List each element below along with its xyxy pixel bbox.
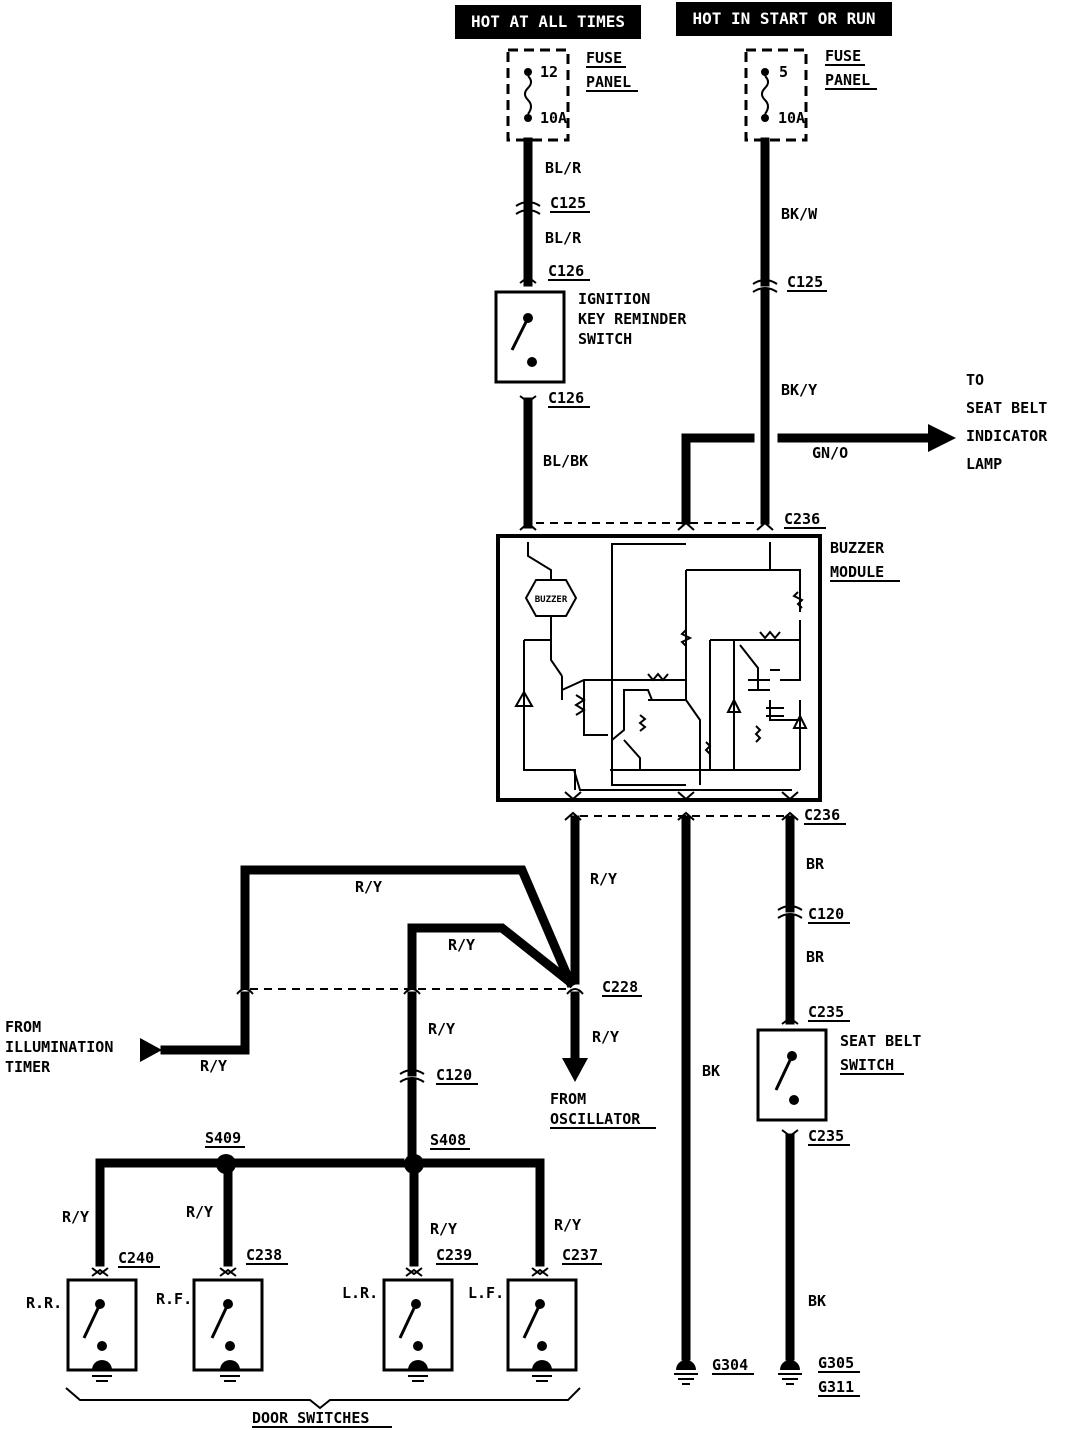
wire-label-r-y-osc: R/Y — [592, 1028, 619, 1046]
wire-label-r-y-main: R/Y — [590, 870, 617, 888]
door-label-rr: R.R. — [26, 1294, 62, 1312]
connector-c120-right: C120 — [808, 905, 844, 923]
wire-label-bk-right: BK — [808, 1292, 826, 1310]
splice-s409-dot — [216, 1154, 236, 1174]
buzzer-module-label-2: MODULE — [830, 563, 884, 581]
fuse-left-label2: PANEL — [586, 73, 631, 91]
connector-c238: C238 — [246, 1246, 282, 1264]
fuse-left-rating: 10A — [540, 109, 567, 127]
from-illumination-label-3: TIMER — [5, 1058, 51, 1076]
wire-label-r-y-rr: R/Y — [62, 1208, 89, 1226]
wire-bl-bk: C126 BL/BK — [519, 389, 590, 529]
door-label-lr: L.R. — [342, 1284, 378, 1302]
wire-label-r-y-lf: R/Y — [554, 1216, 581, 1234]
wire-label-bl-r-1: BL/R — [545, 159, 582, 177]
connector-c125-left: C125 — [550, 194, 586, 212]
wire-br-seatbelt: BR C120 BR C235 SEAT BELT SWITCH C235 BK… — [756, 815, 921, 1397]
door-switch-lr: C239 L.R. — [342, 1246, 478, 1382]
from-illumination-label-1: FROM — [5, 1018, 41, 1036]
connector-c228: C228 — [602, 978, 638, 996]
wire-label-br-1: BR — [806, 855, 825, 873]
fuse-left-number: 12 — [540, 63, 558, 81]
to-label-4: LAMP — [966, 455, 1002, 473]
buzzer-module-label-1: BUZZER — [830, 539, 885, 557]
wire-label-r-y-lr: R/Y — [430, 1220, 457, 1238]
connector-c237: C237 — [562, 1246, 598, 1264]
wire-bk-w-bk-y: BK/W C125 BK/Y — [752, 137, 827, 525]
connector-c126-bottom: C126 — [548, 389, 584, 407]
door-switches-label: DOOR SWITCHES — [252, 1409, 369, 1427]
door-switch-lf: C237 L.F. — [468, 1246, 602, 1382]
ignition-label-1: IGNITION — [578, 290, 650, 308]
connector-c125-right: C125 — [787, 273, 823, 291]
to-label-1: TO — [966, 371, 984, 389]
fuse-right-rating: 10A — [778, 109, 805, 127]
ground-g304: G304 — [712, 1356, 748, 1374]
wire-gn-o: GN/O TO SEAT BELT INDICATOR LAMP — [681, 371, 1048, 525]
fuse-left-label1: FUSE — [586, 49, 622, 67]
wire-label-r-y-mid: R/Y — [448, 936, 475, 954]
buzzer-module: BUZZER MODULE BUZZER — [496, 534, 900, 802]
seatbelt-switch-label-2: SWITCH — [840, 1056, 894, 1074]
ground-g311: G311 — [818, 1378, 854, 1396]
connector-c235-top: C235 — [808, 1003, 844, 1021]
connector-c240: C240 — [118, 1249, 154, 1267]
from-oscillator-label-1: FROM — [550, 1090, 586, 1108]
door-switches-bracket: DOOR SWITCHES — [65, 1387, 581, 1428]
door-label-lf: L.F. — [468, 1284, 504, 1302]
ignition-label-3: SWITCH — [578, 330, 632, 348]
wire-label-bk-y: BK/Y — [781, 381, 817, 399]
wire-label-bl-r-2: BL/R — [545, 229, 582, 247]
wire-r-y-network: R/Y R/Y R/Y C228 R/Y FROM OSCILLATOR R/Y… — [5, 815, 656, 1267]
fuse-right-label1: FUSE — [825, 47, 861, 65]
wire-label-r-y-top: R/Y — [355, 878, 382, 896]
from-oscillator-label-2: OSCILLATOR — [550, 1110, 641, 1128]
connector-c236-top: C236 — [784, 510, 820, 528]
fuse-right: 5 10A FUSE PANEL — [744, 47, 877, 142]
connector-c126-top: C126 — [548, 262, 584, 280]
wire-label-gn-o: GN/O — [812, 444, 848, 462]
door-switch-rr: C240 R.R. — [26, 1249, 160, 1382]
from-illumination-label-2: ILLUMINATION — [5, 1038, 113, 1056]
connector-c236-bottom: C236 — [804, 806, 840, 824]
fuse-left: 12 10A FUSE PANEL — [506, 48, 638, 142]
fuse-right-number: 5 — [779, 63, 788, 81]
door-label-rf: R.F. — [156, 1290, 192, 1308]
wire-label-bk-w: BK/W — [781, 205, 818, 223]
buzzer-inner-label: BUZZER — [535, 595, 568, 605]
wire-label-r-y-down: R/Y — [428, 1020, 455, 1038]
splice-s408: S408 — [430, 1131, 466, 1149]
wire-label-br-2: BR — [806, 948, 825, 966]
hot-at-all-times-text: HOT AT ALL TIMES — [471, 12, 625, 31]
ignition-label-2: KEY REMINDER — [578, 310, 687, 328]
wire-label-r-y-rf: R/Y — [186, 1203, 213, 1221]
connector-c236-top-group: C236 — [519, 510, 826, 531]
seatbelt-switch-label-1: SEAT BELT — [840, 1032, 921, 1050]
ignition-key-reminder-switch: IGNITION KEY REMINDER SWITCH — [494, 275, 687, 384]
connector-c239: C239 — [436, 1246, 472, 1264]
hot-in-start-or-run-text: HOT IN START OR RUN — [692, 9, 875, 28]
door-switch-rf: C238 R.F. — [156, 1246, 288, 1382]
splice-s408-dot — [404, 1154, 424, 1174]
wire-label-bk-mid: BK — [702, 1062, 720, 1080]
wire-bl-r: BL/R BL/R C125 C126 — [515, 137, 590, 287]
hot-at-all-times-banner: HOT AT ALL TIMES — [455, 5, 641, 39]
wire-label-r-y-illum: R/Y — [200, 1057, 227, 1075]
splice-s409: S409 — [205, 1129, 241, 1147]
to-label-3: INDICATOR — [966, 427, 1048, 445]
wire-label-bl-bk: BL/BK — [543, 452, 588, 470]
connector-c235-bottom: C235 — [808, 1127, 844, 1145]
connector-c120-left: C120 — [436, 1066, 472, 1084]
wire-bk-g304: BK G304 — [674, 815, 754, 1385]
fuse-right-label2: PANEL — [825, 71, 870, 89]
hot-in-start-or-run-banner: HOT IN START OR RUN — [676, 2, 892, 36]
to-label-2: SEAT BELT — [966, 399, 1047, 417]
ground-g305: G305 — [818, 1354, 854, 1372]
